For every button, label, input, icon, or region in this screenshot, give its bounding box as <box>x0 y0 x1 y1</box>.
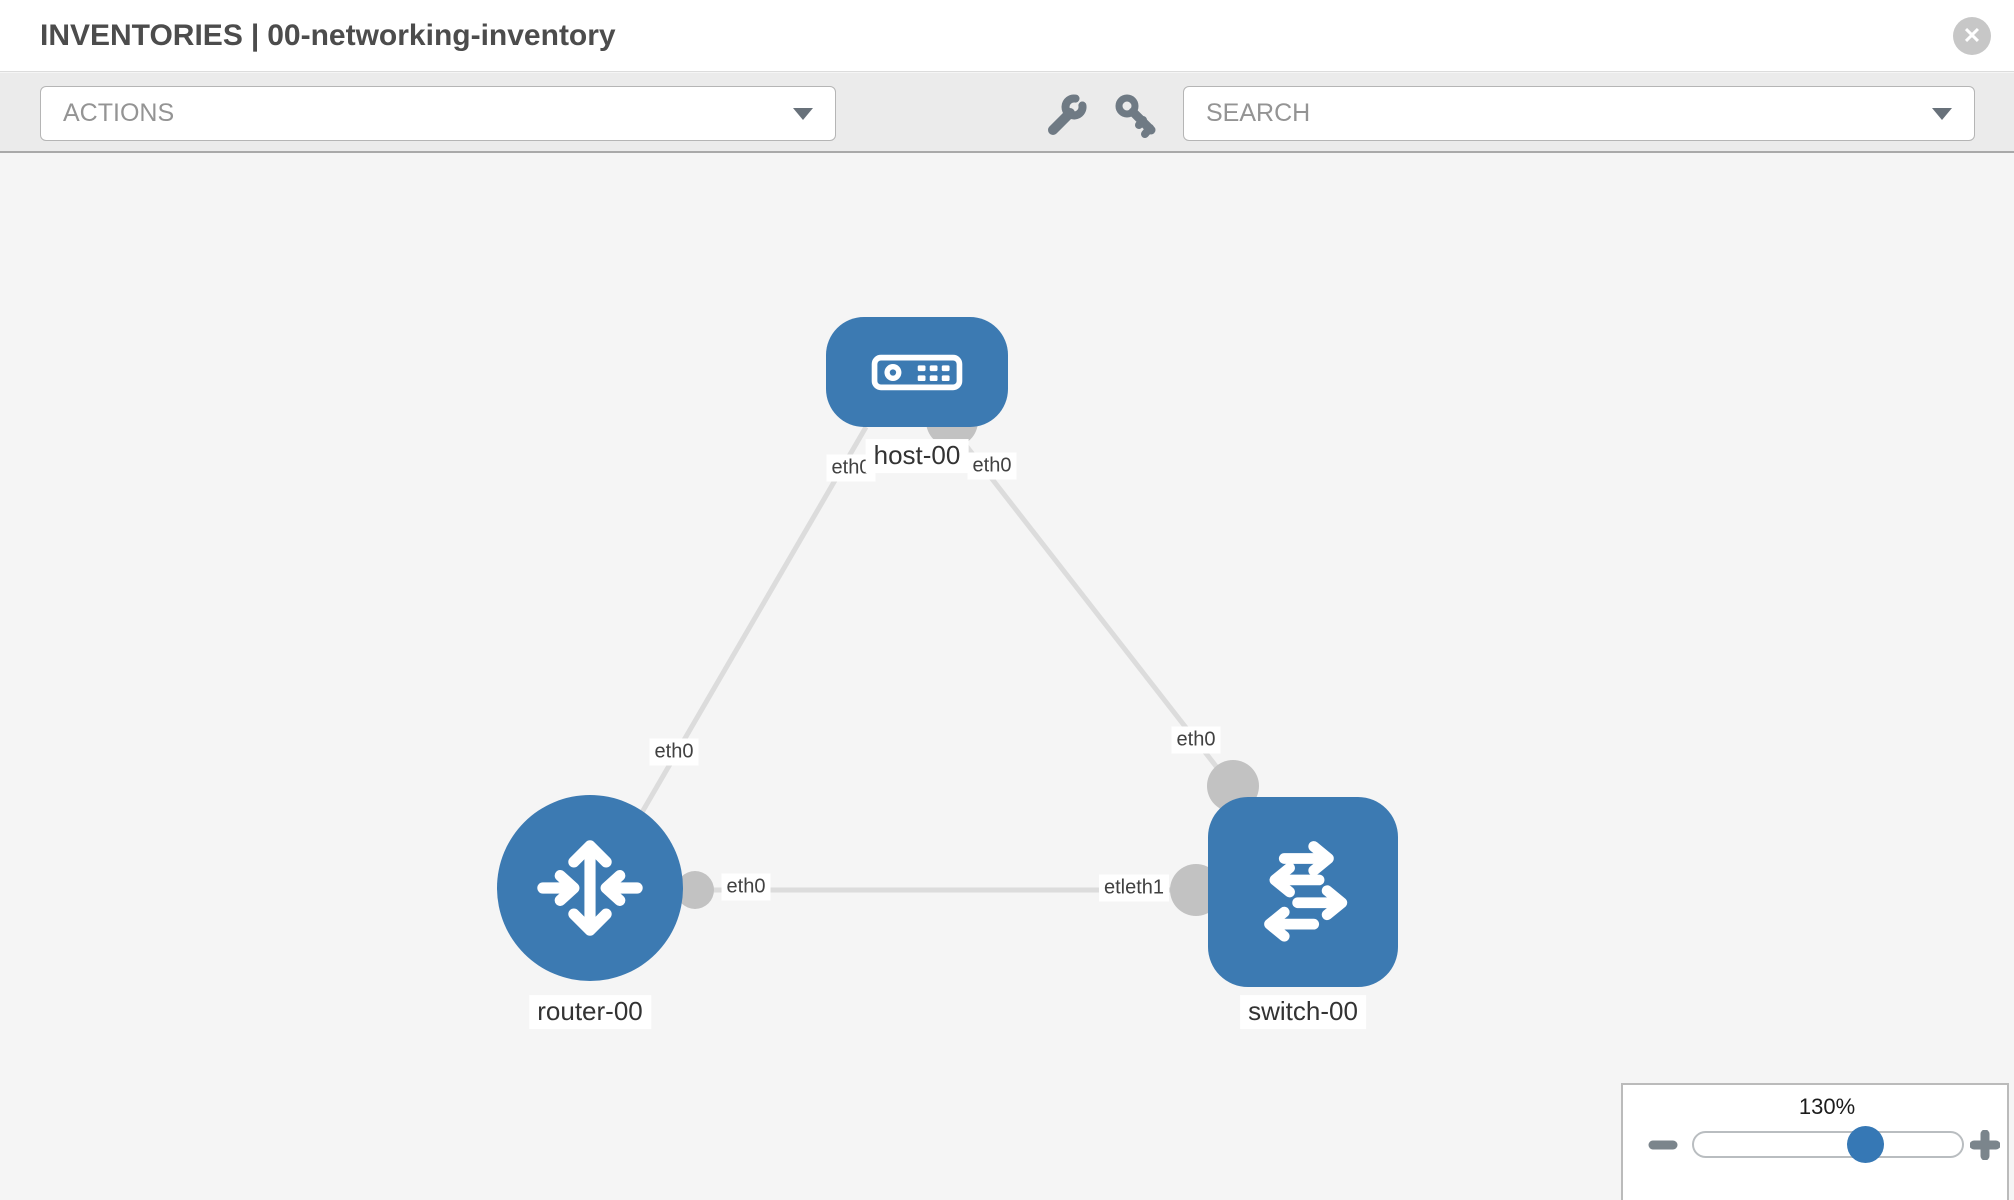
key-icon[interactable] <box>1114 94 1158 138</box>
close-icon[interactable]: ✕ <box>1953 17 1991 55</box>
node-label-switch: switch-00 <box>1240 995 1366 1029</box>
chevron-down-icon <box>793 107 813 120</box>
page-title: INVENTORIES|00-networking-inventory <box>40 19 624 53</box>
breadcrumb-item: 00-networking-inventory <box>267 18 616 52</box>
wrench-icon[interactable] <box>1044 94 1088 138</box>
switch-icon <box>1264 841 1348 942</box>
search-placeholder: SEARCH <box>1206 99 1311 127</box>
node-switch-00[interactable] <box>1208 797 1398 987</box>
zoom-slider-thumb[interactable] <box>1847 1126 1884 1163</box>
breadcrumb-section: INVENTORIES <box>40 18 243 52</box>
topology-canvas[interactable]: host-00 eth0 eth0 eth0 eth0 eth0 etleth1… <box>0 155 2014 1200</box>
zoom-panel: 130% <box>1621 1083 2009 1200</box>
zoom-out-icon[interactable] <box>1648 1130 1678 1160</box>
breadcrumb-separator: | <box>250 18 260 52</box>
actions-dropdown-label: ACTIONS <box>63 99 175 127</box>
node-router-00[interactable] <box>497 795 683 981</box>
toolbar: ACTIONS SEARCH <box>0 73 2014 153</box>
search-dropdown[interactable]: SEARCH <box>1183 86 1975 141</box>
interface-label: eth0 <box>967 452 1017 480</box>
chevron-down-icon <box>1932 107 1952 120</box>
host-icon <box>871 354 963 390</box>
node-label-router: router-00 <box>529 995 651 1029</box>
zoom-level-label: 130% <box>1798 1094 1856 1119</box>
zoom-in-icon[interactable] <box>1970 1130 2000 1160</box>
node-host-00[interactable] <box>826 317 1008 427</box>
router-icon <box>537 840 643 936</box>
interface-label: eth0 <box>649 738 699 766</box>
interface-label: eth0 <box>721 873 771 901</box>
actions-dropdown[interactable]: ACTIONS <box>40 86 836 141</box>
interface-label: etleth1 <box>1098 874 1170 902</box>
header: INVENTORIES|00-networking-inventory ✕ <box>0 0 2014 72</box>
links-layer <box>595 423 1235 893</box>
interface-label: eth0 <box>1171 726 1221 754</box>
zoom-slider-track[interactable] <box>1692 1131 1964 1158</box>
node-label-host: host-00 <box>865 439 969 473</box>
